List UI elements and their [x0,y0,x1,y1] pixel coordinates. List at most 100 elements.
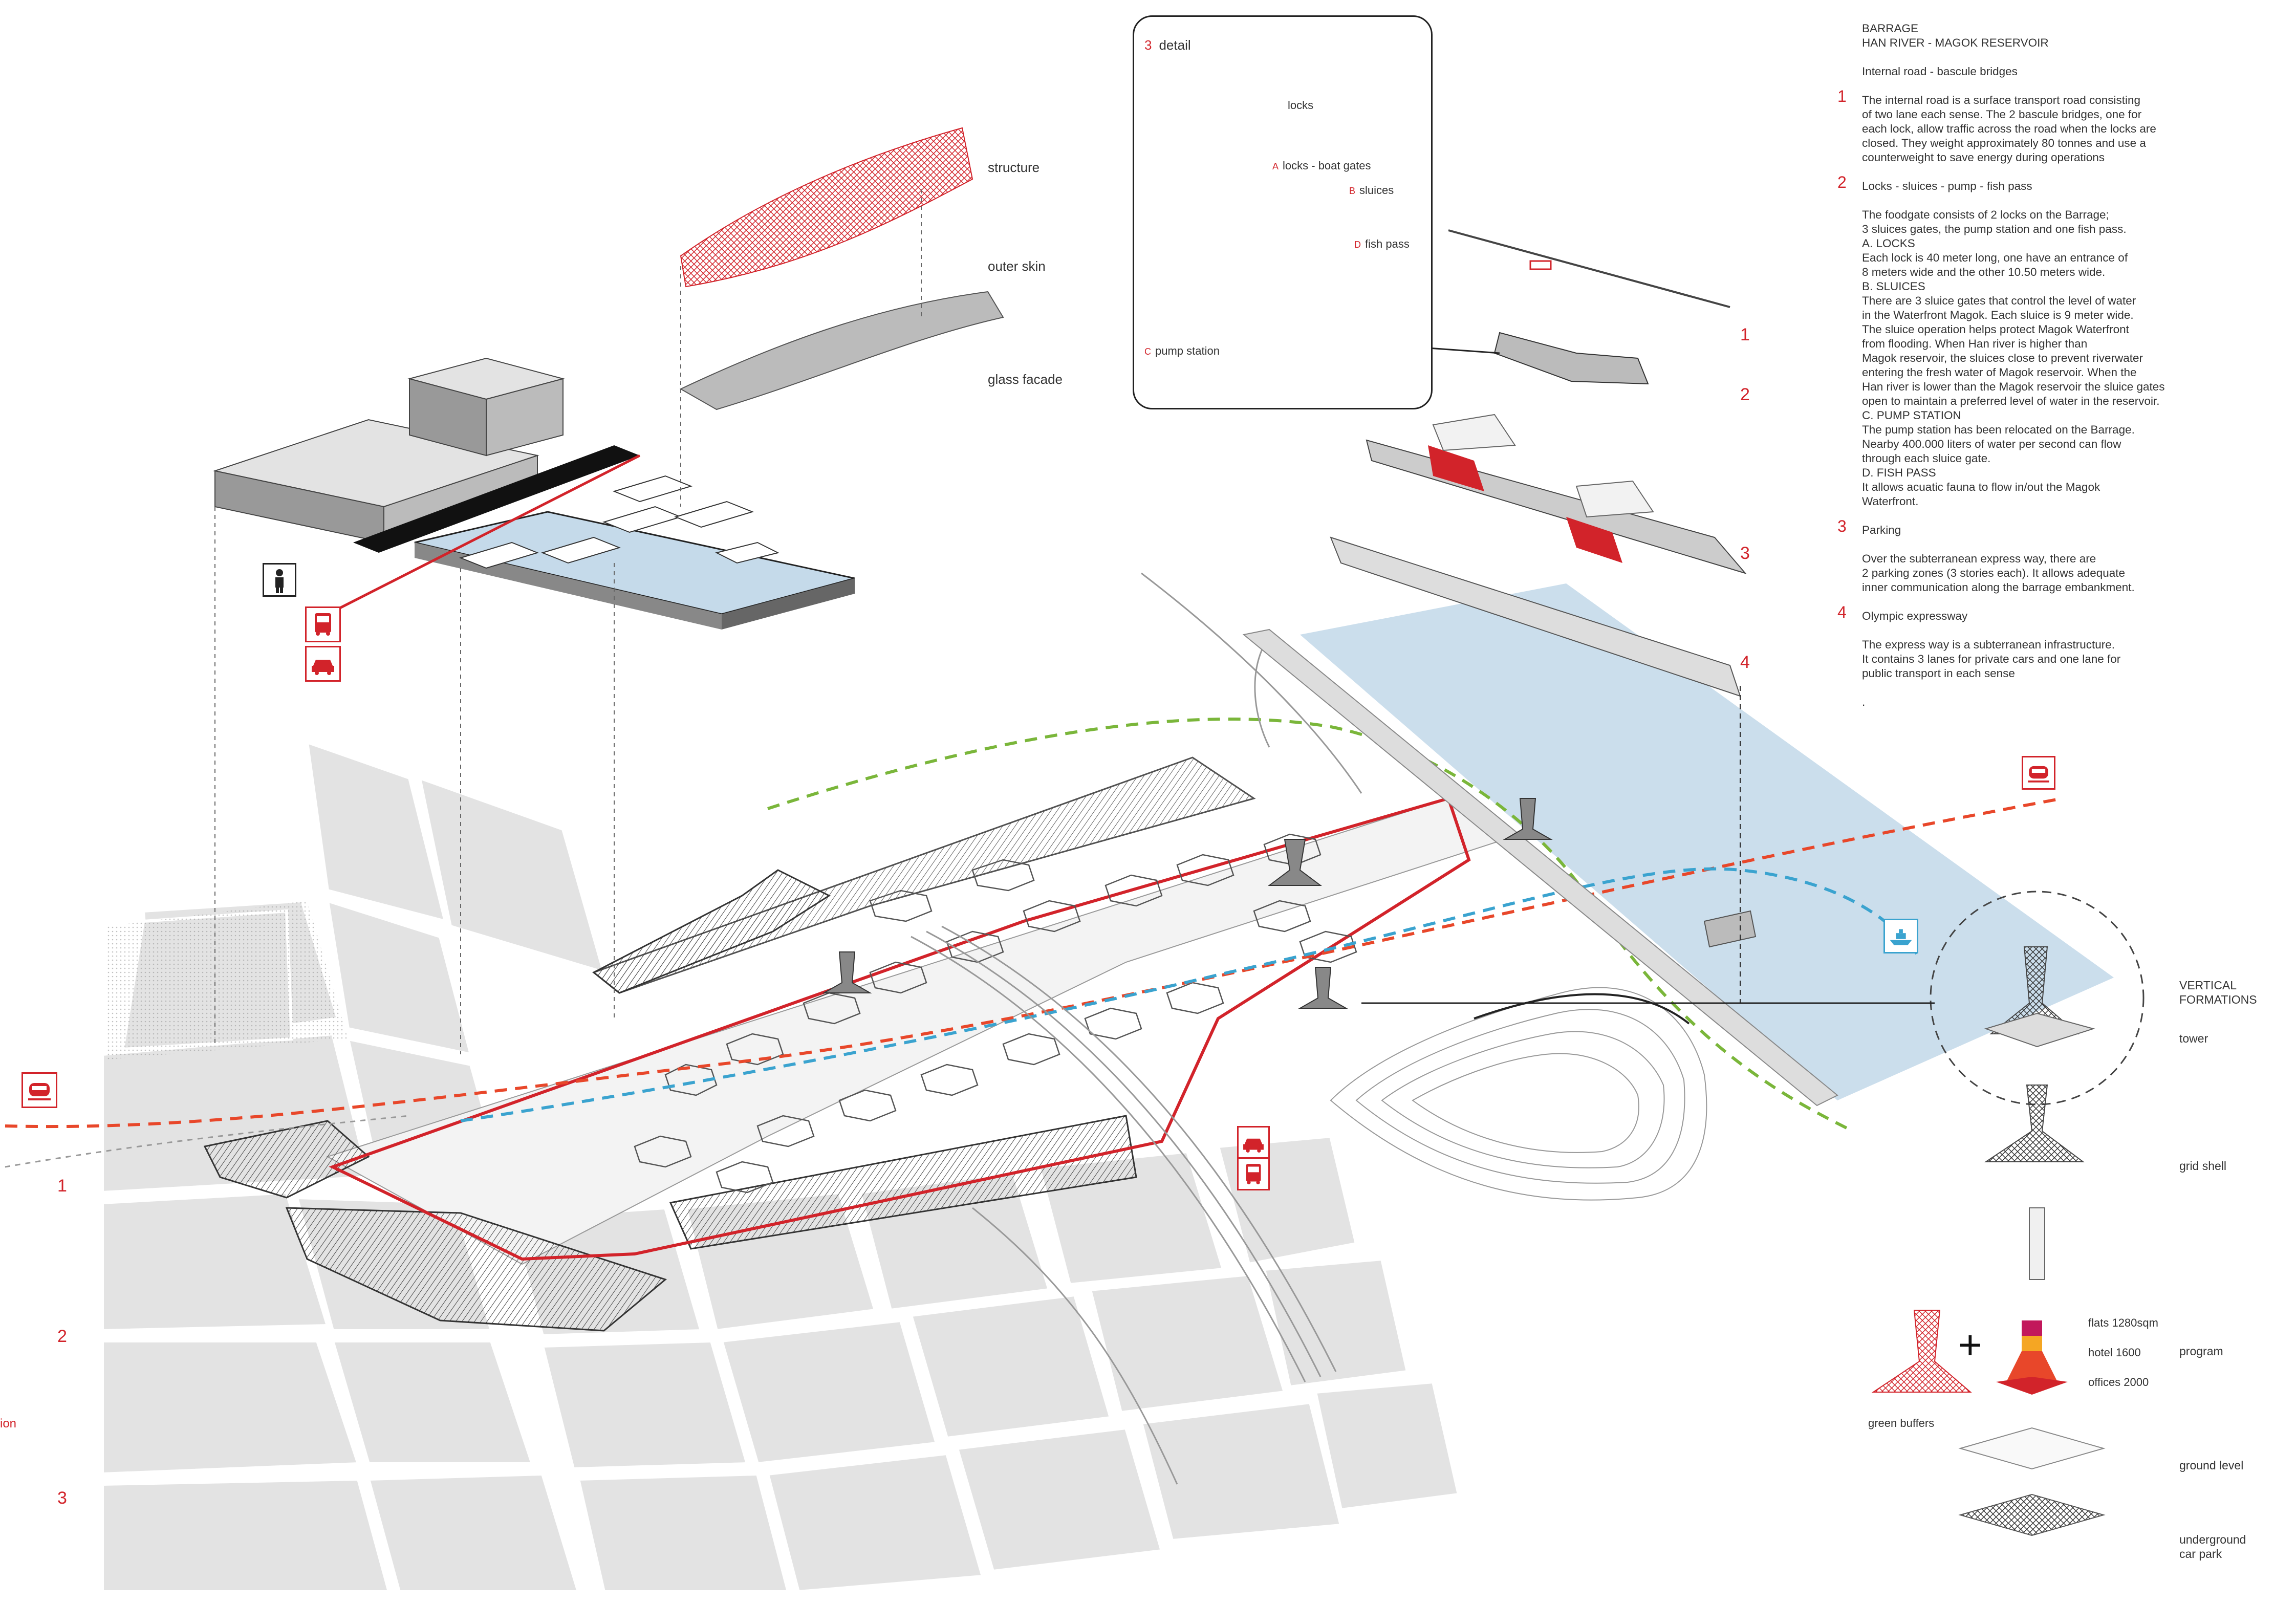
text-line: inner communication along the barrage em… [1862,581,2135,594]
text-line: The internal road is a surface transport… [1862,94,2141,106]
bus-icon [305,606,341,642]
detail-letter-c: C [1144,346,1151,357]
metro-icon [21,1072,57,1108]
left-cut-label: ion [0,1417,17,1430]
text-line: Over the subterranean express way, there… [1862,552,2096,565]
left-number-1: 1 [57,1176,67,1196]
section-4-title: Olympic expressway [1862,610,1968,622]
axo-block [213,357,855,630]
barrage-number-3: 3 [1740,544,1750,563]
person-icon [263,563,296,597]
detail-letter-a: A [1272,161,1279,171]
left-number-2: 2 [57,1327,67,1346]
text-line: The pump station has been relocated on t… [1862,423,2135,436]
text-line: The sluice operation helps protect Magok… [1862,323,2129,336]
section-4: 4 Olympic expressway The express way is … [1837,604,2190,681]
hill-contours [1330,987,1707,1201]
detail-fish-pass-label: fish pass [1365,237,1410,250]
section-2-body: The foodgate consists of 2 locks on the … [1862,208,2190,509]
vf-title-2: FORMATIONS [2179,993,2257,1006]
section-3-body: Over the subterranean express way, there… [1862,552,2190,595]
text-line: A. LOCKS [1862,237,1915,250]
vf-grid-shell-label: grid shell [2179,1159,2227,1173]
routes [5,644,2063,1168]
detail-locks-label: locks [1288,99,1314,112]
vf-flats-label: flats 1280sqm [2088,1316,2158,1329]
park-site [203,756,1506,1332]
section-2-title: Locks - sluices - pump - fish pass [1862,180,2032,192]
detail-sluices-label: sluices [1359,184,1394,197]
text-panel: BARRAGE HAN RIVER - MAGOK RESERVOIR Inte… [1837,21,2190,709]
vf-title-1: VERTICAL [2179,979,2237,992]
panel-title-2: HAN RIVER - MAGOK RESERVOIR [1862,36,2049,49]
section-1: 1 The internal road is a surface transpo… [1837,88,2190,165]
section-4-body: The express way is a subterranean infras… [1862,638,2190,681]
section-3-title: Parking [1862,524,1901,536]
text-line: entering the fresh water of Magok reserv… [1862,366,2137,379]
detail-number: 3 [1144,37,1152,53]
vf-green-buffers-label: green buffers [1868,1417,1935,1429]
vf-underground-label-1: underground [2179,1533,2246,1546]
taxi-icon [1237,1126,1270,1159]
han-river-plane [1300,583,2114,1100]
taxi-icon [305,646,341,682]
section-3: 3 Parking Over the subterranean express … [1837,518,2190,595]
park-towers [822,798,1553,1009]
barrage-number-4: 4 [1740,653,1750,672]
panel-title-1: BARRAGE [1862,22,1919,35]
section-1-body: The internal road is a surface transport… [1862,93,2190,165]
text-line: The foodgate consists of 2 locks on the … [1862,208,2109,221]
barrage-number-2: 2 [1740,385,1750,404]
panel-subtitle: Internal road - bascule bridges [1862,65,2018,78]
vf-offices-label: offices 2000 [2088,1376,2149,1389]
vf-hotel-label: hotel 1600 [2088,1346,2141,1359]
text-line: There are 3 sluice gates that control th… [1862,294,2136,307]
left-number-3: 3 [57,1488,67,1508]
label-outer-skin: outer skin [988,258,1046,274]
text-line: It contains 3 lanes for private cars and… [1862,653,2121,665]
section-3-number: 3 [1837,517,1847,535]
section-2: 2 Locks - sluices - pump - fish pass The… [1837,174,2190,509]
text-line: Magok reservoir, the sluices close to pr… [1862,352,2143,364]
text-line: from flooding. When Han river is higher … [1862,337,2088,350]
section-1-number: 1 [1837,87,1847,105]
label-glass-facade: glass facade [988,372,1063,387]
label-structure: structure [988,160,1040,175]
detail-locks-gates-label: locks - boat gates [1283,159,1371,172]
text-line: Nearby 400.000 liters of water per secon… [1862,438,2121,450]
barrage-stack [1330,229,1747,1003]
detail-pump-station-label: pump station [1155,344,1220,357]
section-4-number: 4 [1837,603,1847,621]
metro-icon [2022,756,2055,790]
vf-ground-level-label: ground level [2179,1459,2244,1472]
section-2-number: 2 [1837,173,1847,191]
barrage-road [1242,628,1838,1107]
text-line: D. FISH PASS [1862,466,1936,479]
text-line: The express way is a subterranean infras… [1862,638,2115,651]
vf-tower-label: tower [2179,1032,2208,1045]
text-line: 3 sluices gates, the pump station and on… [1862,223,2127,235]
text-line: Waterfront. [1862,495,1919,508]
text-line: 8 meters wide and the other 10.50 meters… [1862,266,2106,278]
text-line: It allows acuatic fauna to flow in/out t… [1862,481,2100,493]
text-line: closed. They weight approximately 80 ton… [1862,137,2146,149]
ferry-icon [1883,919,1918,953]
vf-program-label: program [2179,1345,2223,1358]
text-line: B. SLUICES [1862,280,1925,293]
exploded-layers [214,127,1004,1054]
text-line: Each lock is 40 meter long, one have an … [1862,251,2128,264]
detail-letter-b: B [1349,186,1356,196]
vf-underground-label-2: car park [2179,1547,2222,1560]
text-line: through each sluice gate. [1862,452,1991,465]
text-line: of two lane each sense. The 2 bascule br… [1862,108,2142,121]
detail-title: detail [1159,37,1191,53]
text-line: open to maintain a preferred level of wa… [1862,395,2160,407]
vertical-formations-graphics [1871,891,2145,1536]
text-line: public transport in each sense [1862,667,2015,680]
barrage-number-1: 1 [1740,325,1750,344]
text-line: Han river is lower than the Magok reserv… [1862,380,2165,393]
text-line: C. PUMP STATION [1862,409,1961,422]
dotted-field [107,901,348,1059]
